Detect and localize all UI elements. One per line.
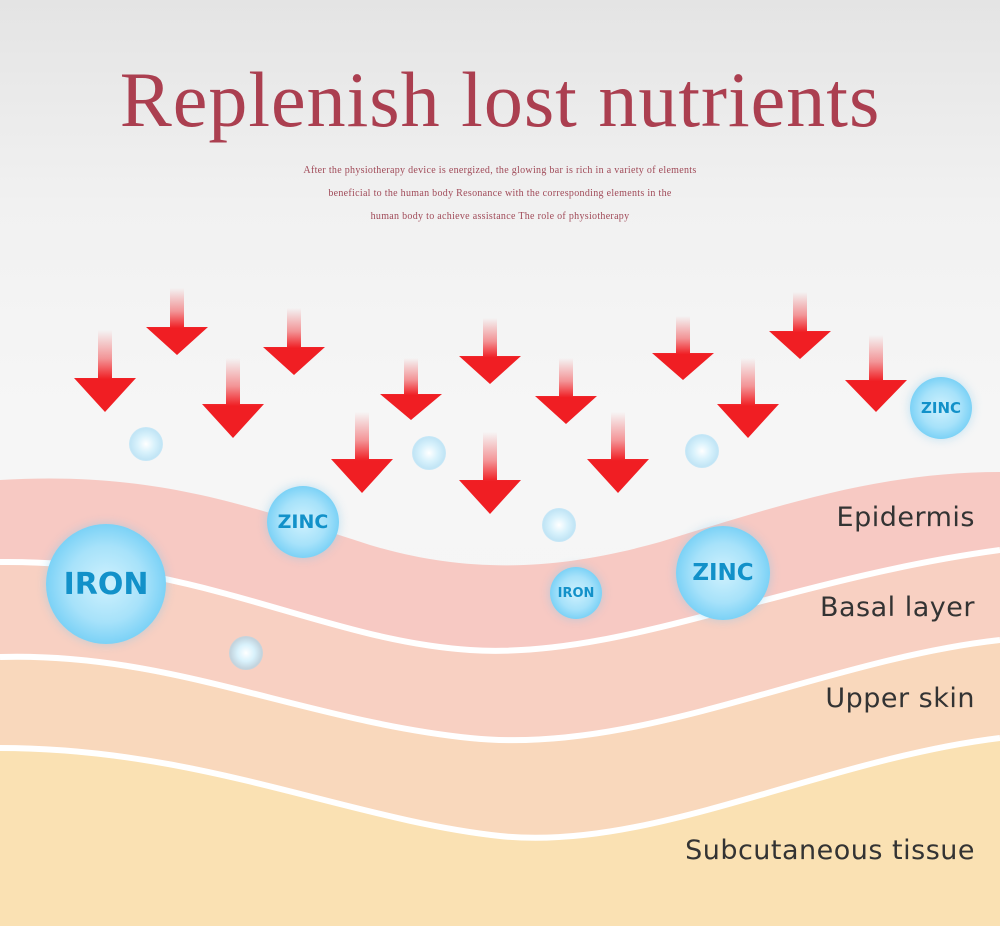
down-arrow-icon [587, 412, 649, 493]
down-arrow-icon [146, 288, 208, 355]
upper-skin-label: Upper skin [825, 683, 975, 714]
page-title: Replenish lost nutrients [119, 56, 881, 143]
description: After the physiotherapy device is energi… [0, 163, 1000, 232]
zinc-bubble: ZINC [676, 526, 770, 620]
energy-arrows [74, 288, 907, 514]
down-arrow-icon [459, 318, 521, 384]
down-arrow-icon [459, 432, 521, 514]
down-arrow-icon [845, 335, 907, 412]
description-line: human body to achieve assistance The rol… [370, 211, 630, 222]
epidermis-label: Epidermis [836, 502, 975, 533]
small-nutrient-particle [412, 436, 446, 470]
small-nutrient-particle [685, 434, 719, 468]
description-line: beneficial to the human body Resonance w… [328, 188, 672, 199]
subcutaneous-boundary-line [0, 735, 1000, 841]
zinc-bubble: ZINC [267, 486, 339, 558]
small-nutrient-particle [229, 636, 263, 670]
subcutaneous-layer [0, 738, 1000, 926]
down-arrow-icon [535, 358, 597, 424]
down-arrow-icon [202, 358, 264, 438]
down-arrow-icon [380, 358, 442, 420]
basal-layer-label: Basal layer [819, 592, 975, 623]
down-arrow-icon [263, 308, 325, 375]
upper-skin-boundary-line [0, 637, 1000, 744]
zinc-bubble: ZINC [910, 377, 972, 439]
down-arrow-icon [717, 358, 779, 438]
small-nutrient-particle [129, 427, 163, 461]
iron-bubble: IRON [46, 524, 166, 644]
down-arrow-icon [74, 330, 136, 412]
down-arrow-icon [331, 412, 393, 493]
iron-bubble: IRON [550, 567, 602, 619]
down-arrow-icon [769, 292, 831, 359]
basal-boundary-line [0, 547, 1000, 654]
subcutaneous-tissue-label: Subcutaneous tissue [685, 835, 975, 866]
down-arrow-icon [652, 316, 714, 380]
description-line: After the physiotherapy device is energi… [303, 165, 697, 176]
small-nutrient-particle [542, 508, 576, 542]
